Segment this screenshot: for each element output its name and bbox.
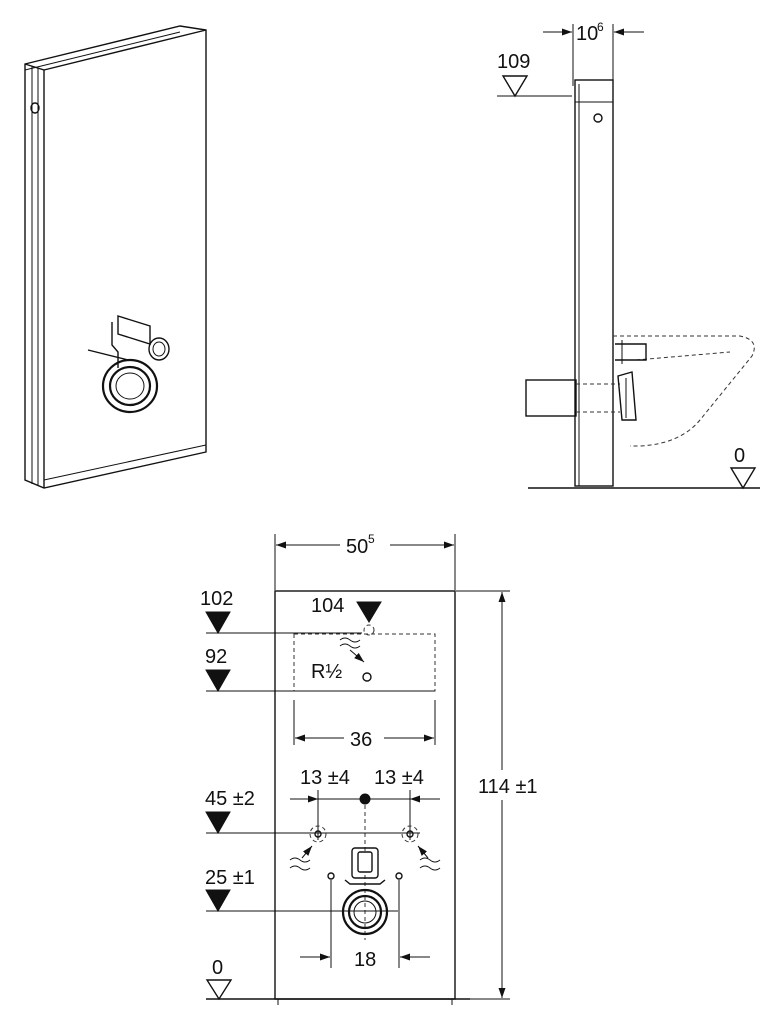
front-level-92: 92 [205, 646, 227, 668]
iso-drain-ring-inner [108, 365, 152, 407]
front-bracket [344, 879, 386, 885]
water-wave-icon [339, 637, 361, 643]
side-level-0: 0 [734, 445, 745, 467]
side-depth-sup: 6 [597, 20, 604, 34]
iso-drain-hole [115, 372, 145, 400]
iso-rod [87, 349, 129, 361]
right-fixing-hole [395, 872, 403, 880]
left-arrow-icon [301, 845, 313, 859]
iso-drain-ring [101, 358, 159, 414]
front-level-104-marker [356, 601, 382, 623]
front-level-102: 102 [200, 588, 233, 610]
side-cabinet [574, 79, 614, 487]
front-level-0-marker [205, 979, 233, 1001]
front-pipe-stub [351, 847, 379, 879]
front-flush-point [363, 624, 375, 636]
iso-cabinet-outline [24, 25, 207, 489]
front-level-92-marker [205, 669, 231, 693]
right-bolt-center [406, 830, 414, 838]
front-level-45: 45 ±2 [205, 788, 255, 810]
side-toilet-outline [613, 335, 755, 447]
front-level-25-marker [205, 889, 231, 913]
water-arrow-icon [349, 649, 365, 663]
front-level-102-marker [205, 611, 231, 635]
front-dim-13-right: 13 ±4 [374, 767, 424, 789]
front-dim-36: 36 [350, 729, 372, 751]
front-level-25: 25 ±1 [205, 867, 255, 889]
right-wave-icon-2 [419, 865, 441, 871]
iso-top-trim [24, 31, 181, 71]
iso-pipe-end [148, 337, 170, 361]
iso-top-edge [43, 29, 207, 71]
front-dim-height: 114 ±1 [478, 776, 538, 798]
front-center-point [359, 793, 371, 805]
side-level-109-marker [501, 75, 529, 98]
front-dim-13-left: 13 ±4 [300, 767, 350, 789]
iso-bottom-trim [43, 444, 207, 481]
isometric-view [24, 25, 207, 489]
side-flush-icon [593, 113, 603, 123]
water-connection-label: R½ [311, 661, 342, 683]
side-toilet-seat [635, 351, 731, 361]
side-toilet-mount [615, 343, 647, 361]
side-view: 10 6 109 0 [497, 20, 760, 490]
left-wave-icon [289, 857, 311, 863]
water-valve-icon [362, 672, 372, 682]
front-dim-18: 18 [354, 949, 376, 971]
iso-pipe-stub [117, 315, 151, 345]
front-width-sup: 5 [368, 532, 375, 546]
front-drain-hole [353, 900, 377, 924]
left-bolt-center [314, 830, 322, 838]
front-pipe-stub-inner [357, 851, 373, 873]
side-level-0-marker [729, 467, 757, 490]
iso-side-edge [24, 63, 45, 488]
front-width-label: 50 [346, 536, 368, 558]
iso-flush-icon [30, 102, 40, 114]
right-wave-icon [419, 857, 441, 863]
left-bolt-socket-icon [309, 825, 327, 843]
front-drain-ring [341, 888, 389, 936]
left-fixing-hole [327, 872, 335, 880]
side-drain-pipe [525, 379, 577, 417]
front-level-104: 104 [311, 595, 344, 617]
front-drain-ring-inner [347, 894, 383, 930]
right-arrow-icon [417, 845, 429, 859]
water-wave-icon-2 [339, 643, 361, 649]
side-drain-flange [617, 371, 637, 421]
side-level-109: 109 [497, 51, 530, 73]
side-depth-label: 10 [576, 23, 598, 45]
front-level-0: 0 [212, 957, 223, 979]
left-wave-icon-2 [289, 865, 311, 871]
front-view: 50 5 102 104 92 R½ 36 13 ±4 13 [200, 532, 538, 1005]
front-level-45-marker [205, 811, 231, 835]
iso-bracket [111, 322, 119, 368]
iso-pipe-end-inner [152, 341, 166, 357]
right-bolt-socket-icon [401, 825, 419, 843]
